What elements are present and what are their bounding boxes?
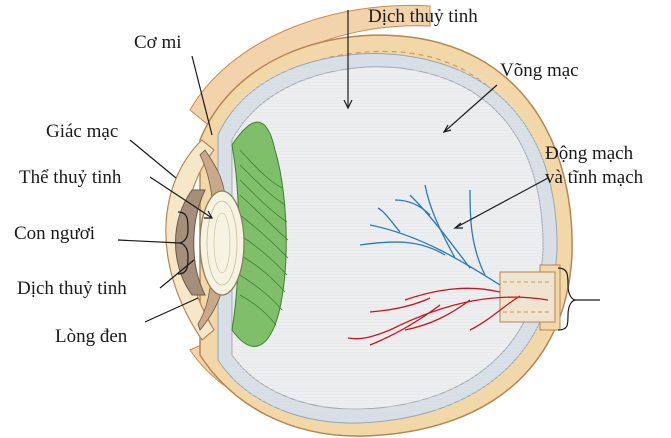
label-pupil: Con ngươi [14,223,95,246]
label-vessels-line2: và tĩnh mạch [545,167,643,190]
label-retina: Võng mạc [500,60,579,83]
label-vessels-line1: Động mạch [545,143,633,166]
label-lens: Thể thuỷ tinh [19,167,121,190]
label-vitreous-top: Dịch thuỷ tinh [368,6,478,29]
label-aqueous: Dịch thuỷ tinh [17,278,127,301]
label-cornea: Giác mạc [46,121,118,144]
label-iris: Lòng đen [55,326,127,349]
label-eyelash: Cơ mi [134,32,182,55]
